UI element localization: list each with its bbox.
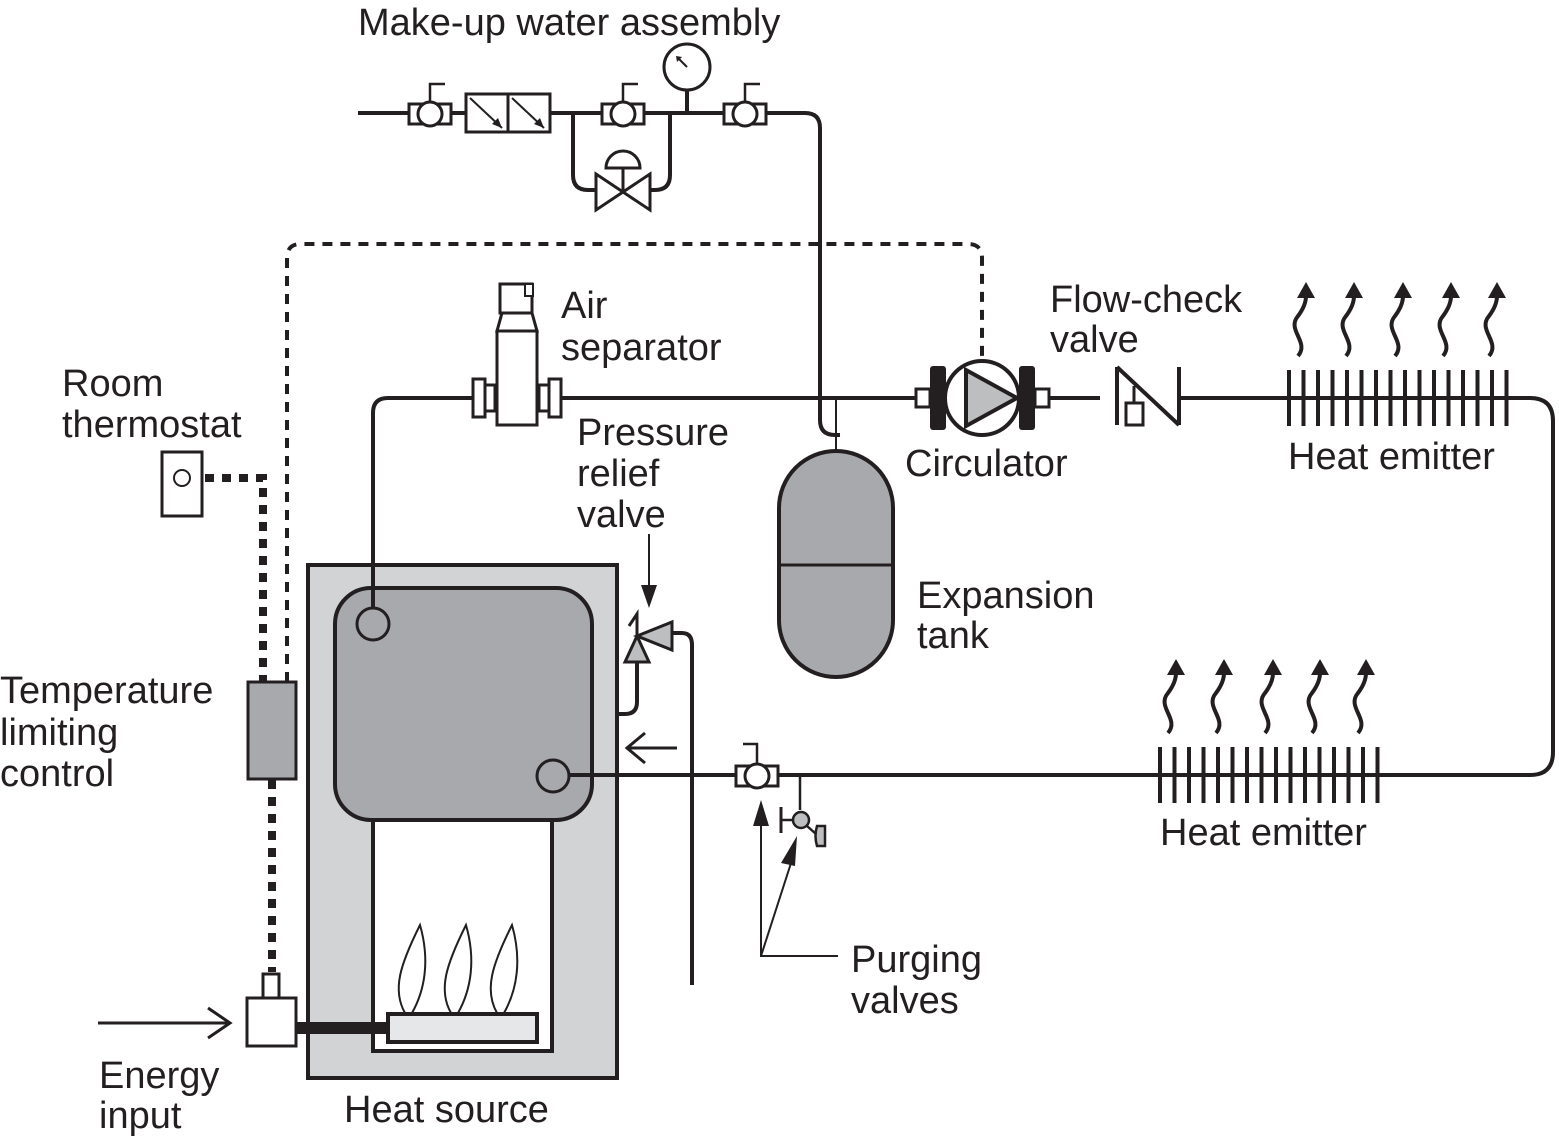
thermostat-wire bbox=[205, 474, 267, 682]
heat-wave-arrow-icon bbox=[1340, 295, 1356, 358]
makeup-water-assembly bbox=[358, 42, 840, 437]
flow-check-valve bbox=[1100, 365, 1181, 427]
heat-wave-arrow-icon bbox=[1306, 672, 1322, 735]
heat-wave-arrow-icon bbox=[1210, 672, 1226, 735]
heat-arrowhead-icon bbox=[1345, 282, 1363, 298]
backflow-preventer-icon bbox=[464, 92, 552, 134]
heat-wave-arrow-icon bbox=[1389, 295, 1405, 358]
heat-arrowhead-icon bbox=[1394, 282, 1412, 298]
relief-discharge-pipe bbox=[672, 631, 694, 985]
heat-wave-arrow-icon bbox=[1437, 295, 1453, 358]
heat-arrowhead-icon bbox=[1311, 659, 1329, 675]
heat-emitter-upper bbox=[1287, 282, 1509, 426]
energy-input bbox=[98, 972, 298, 1048]
burner bbox=[386, 1012, 539, 1044]
heat-arrowhead-icon bbox=[1167, 659, 1185, 675]
circulator-pump-icon bbox=[914, 359, 1051, 437]
expansion-tank-label: Expansion tank bbox=[917, 575, 1105, 657]
heat-wave-arrow-icon bbox=[1483, 295, 1499, 358]
heat-arrowhead-icon bbox=[1297, 282, 1315, 298]
temperature-limiting-control-label: Temperature limiting control bbox=[0, 670, 224, 795]
temperature-limiting-control bbox=[246, 680, 298, 781]
heat-arrowhead-icon bbox=[1264, 659, 1282, 675]
supply-outlet bbox=[355, 606, 391, 642]
heat-arrowhead-icon bbox=[1488, 282, 1506, 298]
energy-input-label: Energy input bbox=[99, 1055, 230, 1137]
main-piping-loop bbox=[371, 396, 1555, 777]
heat-emitter-upper-label: Heat emitter bbox=[1288, 436, 1495, 478]
heat-wave-arrow-icon bbox=[1259, 672, 1275, 735]
room-thermostat bbox=[160, 450, 204, 518]
flame-icon bbox=[397, 922, 519, 1014]
ball-valve-icon bbox=[407, 82, 453, 128]
heat-wave-arrow-icon bbox=[1292, 295, 1308, 358]
flow-direction-arrow-icon bbox=[624, 731, 677, 765]
makeup-water-label: Make-up water assembly bbox=[358, 2, 780, 44]
heat-wave-arrow-icon bbox=[1162, 672, 1178, 735]
purging-valves bbox=[734, 742, 838, 957]
air-separator-label: Air separator bbox=[561, 285, 722, 369]
pressure-relief-valve-label: Pressure relief valve bbox=[577, 412, 740, 536]
circulator-control-wire bbox=[285, 242, 984, 682]
heat-arrowhead-icon bbox=[1215, 659, 1233, 675]
ball-valve-icon bbox=[600, 82, 646, 128]
purging-valves-label: Purging valves bbox=[851, 939, 993, 1022]
heat-emitter-lower-label: Heat emitter bbox=[1160, 812, 1367, 854]
ball-valve-icon bbox=[722, 82, 768, 128]
room-thermostat-label: Room thermostat bbox=[62, 363, 242, 446]
heat-arrowhead-icon bbox=[1442, 282, 1460, 298]
drain-valve-icon bbox=[779, 773, 827, 848]
heat-source-label: Heat source bbox=[344, 1089, 549, 1131]
circulator-label: Circulator bbox=[905, 443, 1068, 485]
pressure-reducing-valve-icon bbox=[594, 149, 652, 213]
heat-wave-arrow-icon bbox=[1352, 672, 1368, 735]
flow-check-valve-label: Flow-check valve bbox=[1050, 279, 1253, 361]
ball-valve-icon bbox=[734, 742, 780, 790]
heat-arrowhead-icon bbox=[1357, 659, 1375, 675]
return-inlet bbox=[535, 758, 571, 794]
heat-source bbox=[296, 563, 619, 1080]
air-separator bbox=[471, 282, 563, 427]
pressure-gauge-icon bbox=[662, 42, 712, 113]
pressure-relief-valve bbox=[617, 534, 694, 985]
makeup-water-pipe bbox=[358, 111, 840, 437]
gas-valve bbox=[245, 996, 298, 1048]
expansion-tank bbox=[777, 398, 895, 679]
heat-emitter-lower bbox=[1158, 659, 1380, 803]
